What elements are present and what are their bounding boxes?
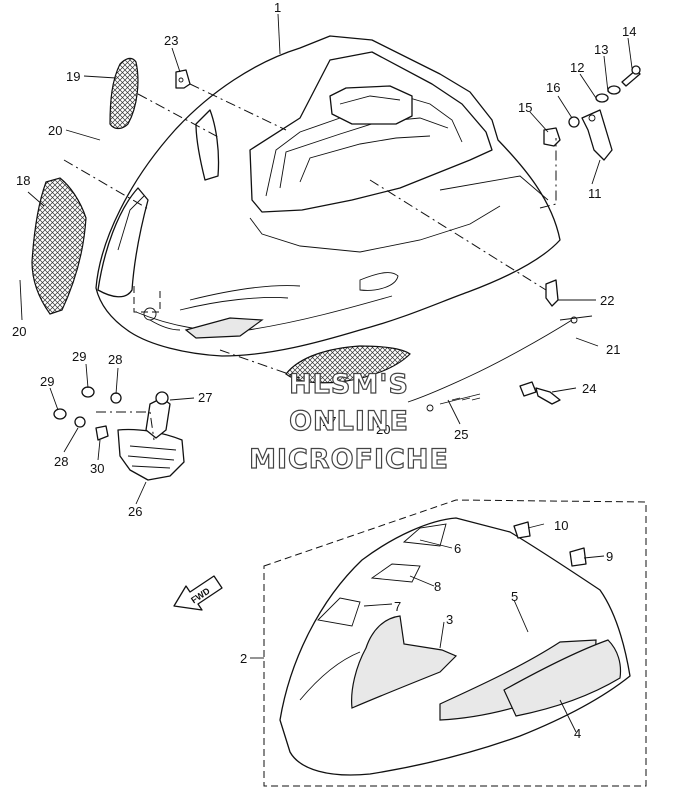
callout-4: 4 (574, 726, 581, 741)
callout-23: 23 (164, 33, 178, 48)
watermark-line-1: HLSM'S (289, 369, 409, 400)
callout-3: 3 (446, 612, 453, 627)
front-cowling-assembly (95, 35, 561, 357)
callout-28-lower: 28 (54, 454, 68, 469)
bracket-23 (175, 69, 191, 89)
right-stay-assembly (543, 65, 641, 161)
callout-27: 27 (198, 390, 212, 405)
callout-15: 15 (518, 100, 532, 115)
decal-set (263, 499, 647, 787)
callout-29-lower: 29 (40, 374, 54, 389)
callout-22: 22 (600, 293, 614, 308)
cable-assembly (407, 279, 593, 412)
lower-intake-grille (285, 345, 411, 384)
callout-20-left: 20 (48, 123, 62, 138)
callout-1: 1 (274, 0, 281, 15)
forward-direction-arrow: FWD (173, 575, 223, 611)
callout-29-upper: 29 (72, 349, 86, 364)
callout-28-upper: 28 (108, 352, 122, 367)
callout-18: 18 (16, 173, 30, 188)
callout-20-intake: 20 (376, 422, 390, 437)
upper-intake-grille (109, 57, 139, 130)
left-intake-grille (31, 177, 87, 315)
callout-14: 14 (622, 24, 636, 39)
lower-bracket-assembly (53, 386, 185, 481)
callout-7: 7 (394, 599, 401, 614)
callout-leaders (19, 13, 633, 733)
callout-30: 30 (90, 461, 104, 476)
callout-5: 5 (511, 589, 518, 604)
callout-24: 24 (582, 381, 596, 396)
callout-11: 11 (588, 186, 602, 201)
callout-labels: 1 2 3 4 5 6 7 8 9 10 11 12 13 14 15 16 1… (12, 0, 636, 741)
callout-19: 19 (66, 69, 80, 84)
callout-9: 9 (606, 549, 613, 564)
callout-6: 6 (454, 541, 461, 556)
watermark-line-2: ONLINE (289, 406, 409, 437)
callout-2: 2 (240, 651, 247, 666)
callout-25: 25 (454, 427, 468, 442)
callout-10: 10 (554, 518, 568, 533)
callout-20-lower: 20 (12, 324, 26, 339)
callout-13: 13 (594, 42, 608, 57)
callout-17: 17 (322, 414, 336, 429)
callout-21: 21 (606, 342, 620, 357)
callout-8: 8 (434, 579, 441, 594)
callout-16: 16 (546, 80, 560, 95)
watermark: HLSM'S ONLINE MICROFICHE (248, 368, 449, 475)
watermark-line-3: MICROFICHE (249, 444, 449, 475)
callout-12: 12 (570, 60, 584, 75)
callout-26: 26 (128, 504, 142, 519)
explosion-lines (63, 83, 557, 441)
